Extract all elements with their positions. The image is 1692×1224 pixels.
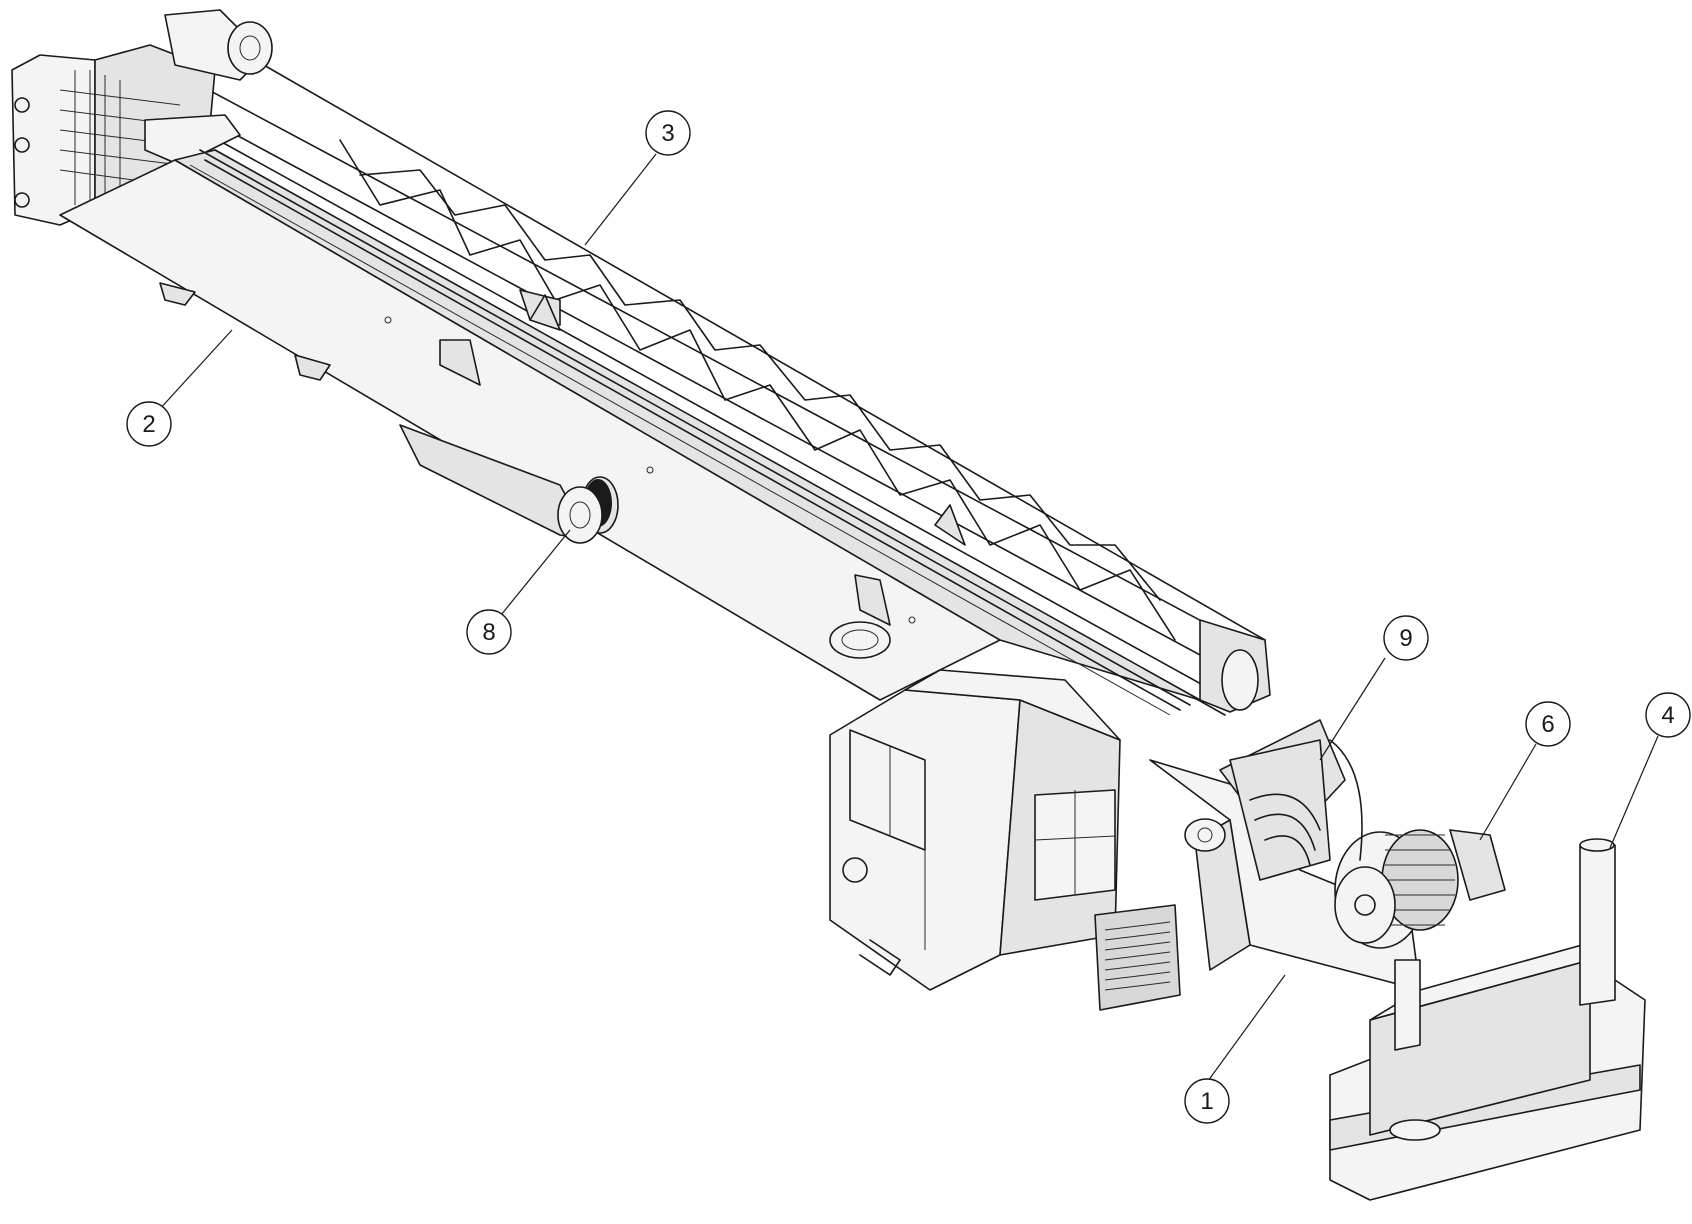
callout-4-label: 4 [1661,702,1674,729]
callout-8-label: 8 [482,619,495,646]
hydraulic-assembly [1229,739,1363,881]
callout-6-label: 6 [1541,711,1554,738]
callout-1-label: 1 [1200,1088,1213,1115]
boom-head [11,9,273,226]
callout-8: 8 [466,609,512,655]
callout-6: 6 [1525,701,1571,747]
leader-6 [1479,743,1537,841]
leader-3 [584,153,657,246]
boom-drum [557,476,619,544]
lattice-jib [189,59,1271,716]
leader-9 [1319,657,1386,761]
callout-3: 3 [645,110,691,156]
callout-1: 1 [1184,1078,1230,1124]
leader-4 [1609,735,1659,849]
main-boom [59,149,1201,716]
callout-9-label: 9 [1399,625,1412,652]
callout-2: 2 [126,401,172,447]
callout-9: 9 [1383,615,1429,661]
leader-1 [1199,974,1286,1093]
counterweight [1329,838,1646,1201]
leader-8 [500,529,571,616]
callout-leaders [157,153,1659,1093]
leader-2 [157,329,233,412]
callout-3-label: 3 [661,120,674,147]
callout-4: 4 [1645,692,1691,738]
hoist-winch [1334,829,1506,949]
operator-cab [829,669,1181,1011]
callout-2-label: 2 [142,411,155,438]
